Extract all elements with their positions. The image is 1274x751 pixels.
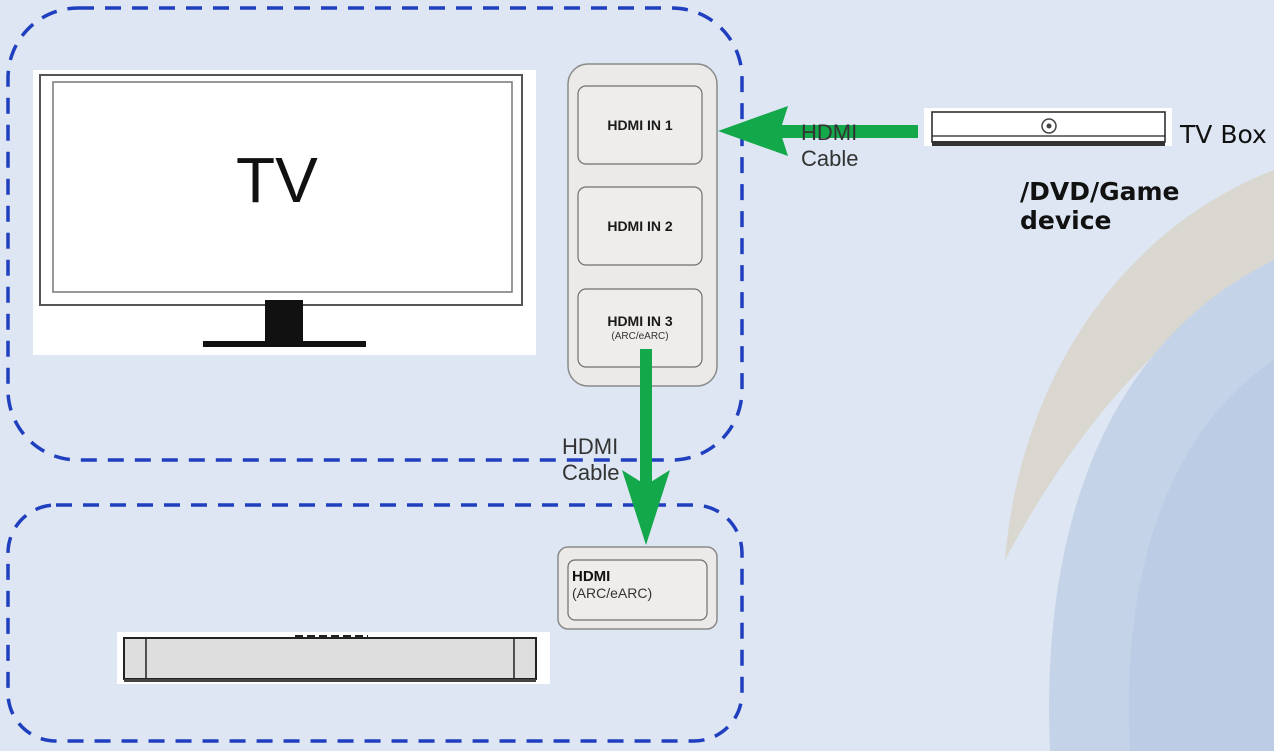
source-device-label-line1: TV Box xyxy=(1180,120,1267,149)
soundbar-hdmi-label: HDMI xyxy=(572,568,611,585)
hdmi-in-3-sublabel: (ARC/eARC) xyxy=(611,331,669,342)
hdmi-in-2-label: HDMI IN 2 xyxy=(607,218,673,234)
soundbar-group-outline xyxy=(6,503,744,743)
soundbar-hdmi-sublabel: (ARC/eARC) xyxy=(572,585,653,601)
soundbar-hdmi-box xyxy=(567,559,708,621)
hdmi-in-1-label: HDMI IN 1 xyxy=(607,117,673,133)
bottom-cable-label: HDMI Cable xyxy=(562,434,619,486)
hdmi-in-2-port: HDMI IN 2 xyxy=(578,218,702,234)
bottom-cable-label-line1: HDMI xyxy=(562,434,619,459)
soundbar-port-panel xyxy=(557,546,718,630)
hdmi-in-3-label: HDMI IN 3 xyxy=(607,313,673,329)
tv-box-graphic xyxy=(924,108,1172,146)
bottom-cable-label-line2: Cable xyxy=(562,460,620,485)
top-cable-label-line1: HDMI xyxy=(801,120,858,145)
tv-group-outline xyxy=(6,6,744,462)
hdmi-in-1-box xyxy=(577,85,703,165)
hdmi-in-3-port: HDMI IN 3 (ARC/eARC) xyxy=(578,313,702,342)
tv-graphic xyxy=(33,70,536,355)
cable-arrow-bottom xyxy=(622,349,670,545)
hdmi-in-1-port: HDMI IN 1 xyxy=(578,117,702,133)
top-cable-label: HDMI Cable xyxy=(801,120,858,172)
tv-label: TV xyxy=(236,144,318,216)
top-cable-label-line2: Cable xyxy=(801,146,859,171)
tv-ports-panel xyxy=(567,63,718,387)
source-device-label-line2: /DVD/Game device xyxy=(1020,177,1180,235)
background-swoosh xyxy=(1005,170,1274,751)
soundbar-hdmi-port: HDMI (ARC/eARC) xyxy=(572,568,652,601)
cable-arrow-top xyxy=(718,106,918,156)
soundbar-graphic xyxy=(117,632,550,684)
hdmi-in-2-box xyxy=(577,186,703,266)
